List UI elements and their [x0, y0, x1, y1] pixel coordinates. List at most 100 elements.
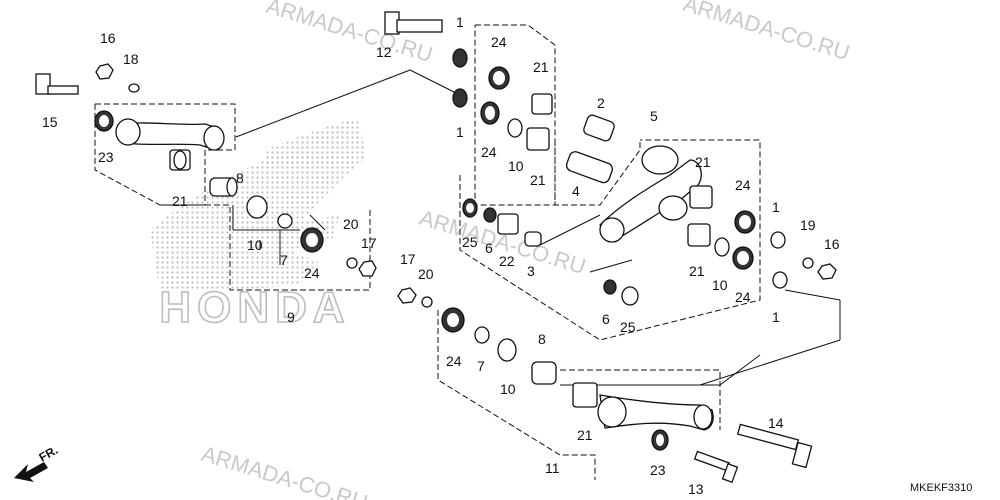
callout-21: 21 — [577, 427, 593, 443]
callout-10: 10 — [247, 237, 263, 253]
callout-21: 21 — [533, 59, 549, 75]
ring-7-left — [277, 213, 293, 229]
callout-12: 12 — [376, 44, 392, 60]
watermark-top-right: ARMADA-CO.RU — [681, 0, 853, 65]
callout-7: 7 — [477, 358, 485, 374]
seal-23-lower-hole — [656, 434, 664, 446]
callout-21: 21 — [695, 154, 711, 170]
watermark-top-center: ARMADA-CO.RU — [264, 0, 436, 67]
callout-20: 20 — [418, 266, 434, 282]
ring-6-left — [483, 207, 497, 223]
callout-8: 8 — [538, 331, 546, 347]
callout-21: 21 — [530, 172, 546, 188]
callout-7: 7 — [280, 252, 288, 268]
callout-labels: 1 1 1 1 2 3 4 5 6 6 7 7 8 8 9 10 10 10 1… — [42, 14, 840, 497]
seal-24-center-b-hole — [737, 251, 749, 265]
seal-24-upper-hole — [493, 71, 505, 85]
washer-20-lower — [421, 296, 433, 308]
seal-24-lower-hole — [447, 313, 459, 327]
callout-10: 10 — [508, 158, 524, 174]
seal-25-right — [621, 286, 639, 306]
diagram-code: MKEKF3310 — [910, 482, 972, 494]
callout-16: 16 — [824, 236, 840, 252]
ring-10-lower — [497, 338, 517, 362]
bearing-21-center-b — [687, 223, 711, 247]
callout-11: 11 — [545, 460, 560, 476]
ring-6-right — [603, 279, 617, 295]
ring-10-center — [714, 237, 730, 257]
callout-17: 17 — [361, 235, 377, 251]
bearing-21-top-a — [531, 93, 553, 115]
callout-19: 19 — [800, 217, 816, 233]
bearing-21-center-a — [689, 185, 713, 209]
bearing-21-top-b — [526, 127, 550, 151]
callout-24: 24 — [481, 144, 497, 160]
callout-20: 20 — [343, 216, 359, 232]
callout-1: 1 — [772, 199, 780, 215]
callout-6: 6 — [485, 240, 493, 256]
washer-20-left — [346, 257, 358, 269]
bolt-14 — [736, 423, 813, 469]
callout-13: 13 — [688, 481, 704, 497]
bolt-12 — [384, 11, 443, 35]
seal-24-left-hole — [306, 233, 318, 247]
linkage-5 — [599, 145, 702, 243]
honda-wordmark: HONDA — [159, 283, 350, 332]
bushing-1-lower — [452, 88, 468, 108]
callout-3: 3 — [527, 263, 535, 279]
ring-10-left — [246, 195, 268, 219]
callout-10: 10 — [500, 381, 516, 397]
ring-10-top — [507, 118, 523, 138]
callout-24: 24 — [735, 177, 751, 193]
nut-17-lower — [397, 287, 417, 304]
callout-6: 6 — [602, 311, 610, 327]
callout-16: 16 — [100, 30, 116, 46]
collar-4 — [565, 151, 613, 184]
callout-1: 1 — [456, 124, 464, 140]
collar-3 — [524, 231, 542, 247]
callout-24: 24 — [304, 265, 320, 281]
seal-23-left-hole — [99, 115, 109, 127]
bushing-1-right-a — [770, 231, 786, 249]
assembly-boundaries — [94, 24, 761, 480]
callout-4: 4 — [572, 183, 580, 199]
callout-15: 15 — [42, 114, 58, 130]
callout-17: 17 — [400, 251, 416, 267]
bolt-13 — [693, 450, 739, 484]
callout-23: 23 — [650, 462, 666, 478]
watermark-bottom-left: ARMADA-CO.RU — [199, 441, 371, 500]
callout-9: 9 — [287, 309, 295, 325]
callout-23: 23 — [98, 149, 114, 165]
callout-2: 2 — [597, 95, 605, 111]
bearing-22 — [497, 213, 519, 235]
nut-16-left — [95, 63, 114, 80]
leader-lines — [232, 69, 841, 386]
front-arrow-icon: FR. — [14, 443, 60, 482]
callout-25: 25 — [620, 319, 636, 335]
ring-7-lower — [474, 326, 490, 344]
callout-24: 24 — [446, 353, 462, 369]
callout-21: 21 — [172, 193, 188, 209]
callout-21: 21 — [689, 263, 705, 279]
callout-24: 24 — [735, 289, 751, 305]
callout-25: 25 — [462, 234, 478, 250]
collar-8-left — [209, 177, 238, 197]
front-label: FR. — [37, 443, 61, 465]
collar-2 — [583, 114, 615, 142]
callout-1: 1 — [456, 14, 464, 30]
callout-14: 14 — [768, 415, 784, 431]
bushing-1-upper — [452, 48, 468, 68]
bearing-21-left — [169, 149, 191, 171]
washer-18 — [128, 83, 140, 93]
callout-22: 22 — [499, 253, 515, 269]
callout-24: 24 — [491, 34, 507, 50]
callout-8: 8 — [236, 170, 244, 186]
seal-24-center-a-hole — [739, 215, 751, 229]
bolt-15 — [35, 73, 79, 95]
callout-1: 1 — [772, 309, 780, 325]
nut-17-left — [358, 260, 377, 277]
connecting-rod-lower — [597, 394, 714, 431]
seal-24-mid-hole — [485, 106, 495, 120]
callout-10: 10 — [712, 277, 728, 293]
nut-16-right — [817, 263, 837, 280]
